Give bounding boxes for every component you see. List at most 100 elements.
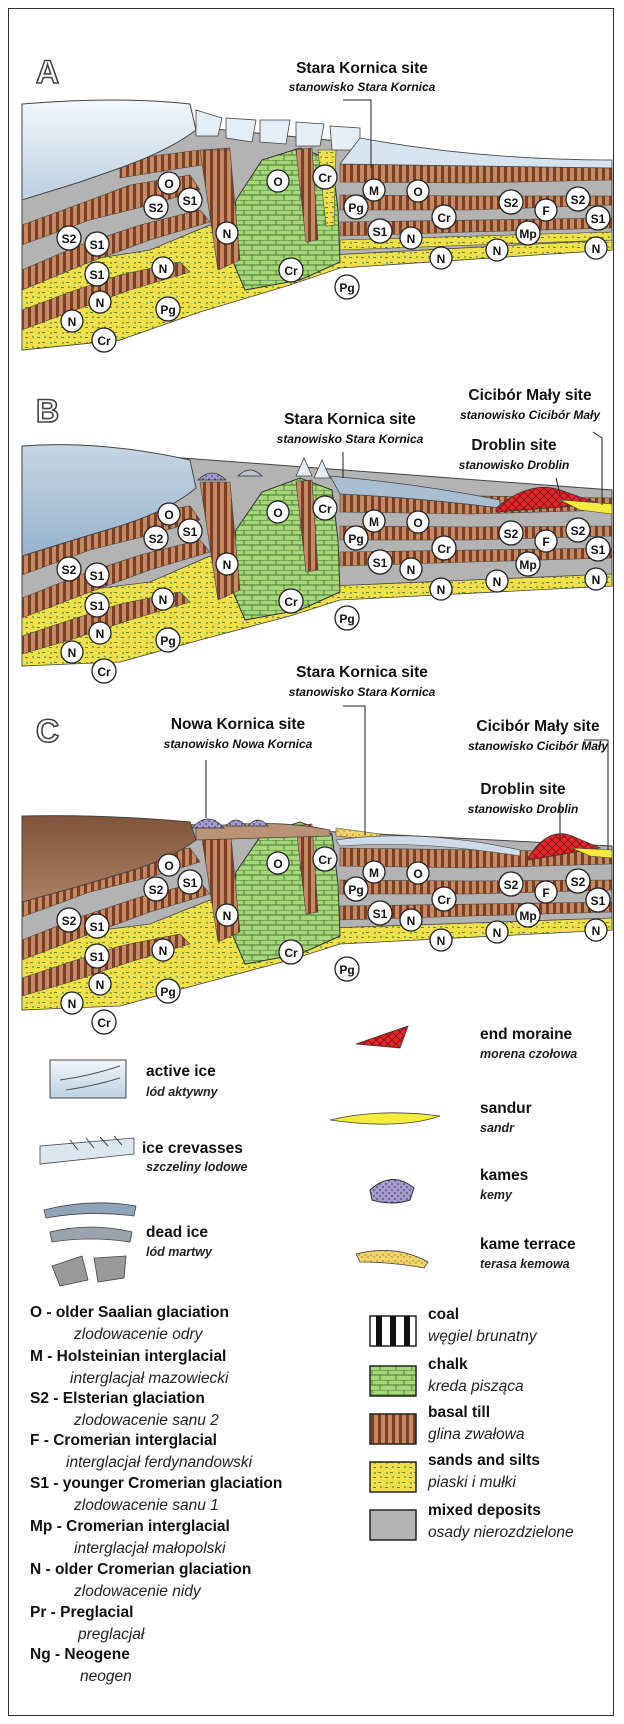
legend-sublabel-mixed-deposits: osady nierozdzielone: [428, 1524, 574, 1542]
unit-label-text: N: [493, 575, 502, 589]
unit-legend-ng: Ng - Neogene: [30, 1646, 130, 1664]
unit-label-text: N: [96, 296, 105, 310]
unit-label-s1: S1: [85, 563, 109, 587]
unit-label-text: N: [437, 583, 446, 597]
unit-label-text: S2: [571, 875, 586, 889]
legend-sublabel-ice-crevasses: szczeliny lodowe: [146, 1160, 247, 1174]
unit-label-n: N: [216, 904, 238, 926]
unit-label-text: S2: [62, 563, 77, 577]
unit-label-text: Mp: [519, 558, 536, 572]
unit-label-text: Cr: [97, 334, 111, 348]
unit-label-text: N: [68, 997, 77, 1011]
unit-label-n: N: [152, 257, 174, 279]
unit-label-text: F: [542, 204, 549, 218]
unit-label-s2: S2: [144, 195, 168, 219]
unit-label-f: F: [535, 530, 557, 552]
unit-label-n: N: [89, 973, 111, 995]
unit-label-s1: S1: [586, 888, 610, 912]
legend-sublabel-dead-ice: lód martwy: [146, 1245, 212, 1259]
unit-label-text: N: [68, 646, 77, 660]
unit-label-text: N: [223, 227, 232, 241]
legend-sublabel-kame-terrace: terasa kemowa: [480, 1257, 570, 1271]
unit-label-n: N: [89, 291, 111, 313]
legend-swatch-end-moraine: [356, 1026, 408, 1048]
unit-label-text: Pg: [348, 201, 363, 215]
unit-label-text: S2: [571, 524, 586, 538]
unit-label-pg: Pg: [335, 957, 359, 981]
unit-label-n: N: [152, 939, 174, 961]
legend-sublabel-active-ice: lód aktywny: [146, 1085, 218, 1099]
unit-label-text: N: [493, 926, 502, 940]
unit-label-n: N: [400, 558, 422, 580]
unit-label-text: S2: [149, 532, 164, 546]
unit-label-text: Cr: [97, 665, 111, 679]
unit-label-text: F: [542, 535, 549, 549]
unit-label-text: S1: [90, 950, 105, 964]
unit-legend-n-pl: zlodowacenie nidy: [74, 1583, 201, 1601]
legend-swatch-kame-terrace: [356, 1250, 428, 1268]
unit-label-text: M: [369, 866, 379, 880]
unit-legend-s1-pl: zlodowacenie sanu 1: [74, 1497, 219, 1515]
unit-label-s1: S1: [368, 901, 392, 925]
unit-legend-f: F - Cromerian interglacial: [30, 1432, 217, 1450]
legend-label-dead-ice: dead ice: [146, 1224, 208, 1242]
unit-label-mp: Mp: [516, 903, 540, 927]
legend-swatch-dead-ice: [44, 1203, 136, 1286]
unit-legend-s2-pl: zlodowacenie sanu 2: [74, 1412, 219, 1430]
unit-label-m: M: [363, 510, 385, 532]
unit-label-s2: S2: [566, 187, 590, 211]
unit-label-text: M: [369, 515, 379, 529]
unit-label-f: F: [535, 881, 557, 903]
unit-label-text: S1: [90, 920, 105, 934]
unit-label-n: N: [400, 909, 422, 931]
unit-label-cr: Cr: [432, 887, 456, 911]
unit-label-text: Cr: [437, 211, 451, 225]
unit-label-text: S1: [90, 599, 105, 613]
legend-label-kames: kames: [480, 1167, 528, 1185]
unit-label-n: N: [430, 578, 452, 600]
unit-label-text: Pg: [348, 532, 363, 546]
legend-label-chalk: chalk: [428, 1356, 468, 1374]
unit-label-s2: S2: [57, 908, 81, 932]
legend-swatch-sandur: [330, 1113, 440, 1124]
legend-sublabel-sands-and-silts: piaski i mułki: [428, 1474, 516, 1492]
unit-label-text: S1: [591, 212, 606, 226]
legend-label-ice-crevasses: ice crevasses: [142, 1140, 243, 1158]
unit-label-pg: Pg: [156, 297, 180, 321]
unit-label-s1: S1: [85, 944, 109, 968]
unit-label-text: N: [96, 627, 105, 641]
unit-label-text: O: [413, 185, 422, 199]
unit-label-s2: S2: [499, 190, 523, 214]
legend-label-kame-terrace: kame terrace: [480, 1236, 576, 1254]
unit-label-text: Cr: [284, 264, 298, 278]
legend-label-active-ice: active ice: [146, 1063, 216, 1081]
unit-label-text: S2: [62, 914, 77, 928]
unit-label-text: N: [437, 934, 446, 948]
legend-label-mixed-deposits: mixed deposits: [428, 1502, 541, 1520]
unit-label-s1: S1: [85, 262, 109, 286]
unit-label-mp: Mp: [516, 552, 540, 576]
legend-swatch-ice-crevasses: [40, 1136, 134, 1164]
legend-swatch-coal: [370, 1316, 416, 1346]
legend-label-sandur: sandur: [480, 1100, 532, 1118]
unit-label-text: Cr: [318, 853, 332, 867]
legend-swatch-chalk: [370, 1366, 416, 1396]
unit-label-text: N: [592, 573, 601, 587]
unit-label-text: Cr: [284, 946, 298, 960]
unit-label-cr: Cr: [279, 589, 303, 613]
unit-label-text: O: [164, 859, 173, 873]
unit-label-n: N: [430, 929, 452, 951]
unit-label-text: Cr: [318, 502, 332, 516]
unit-label-s1: S1: [368, 550, 392, 574]
unit-label-text: S1: [183, 194, 198, 208]
unit-legend-mp-pl: interglacjał małopolski: [74, 1540, 226, 1558]
unit-label-text: O: [164, 508, 173, 522]
unit-label-mp: Mp: [516, 221, 540, 245]
unit-label-s1: S1: [368, 219, 392, 243]
legend-sublabel-coal: węgiel brunatny: [428, 1328, 537, 1346]
unit-label-text: M: [369, 184, 379, 198]
unit-label-text: O: [164, 177, 173, 191]
unit-label-text: S2: [571, 193, 586, 207]
unit-label-text: S1: [183, 876, 198, 890]
unit-label-s1: S1: [178, 188, 202, 212]
